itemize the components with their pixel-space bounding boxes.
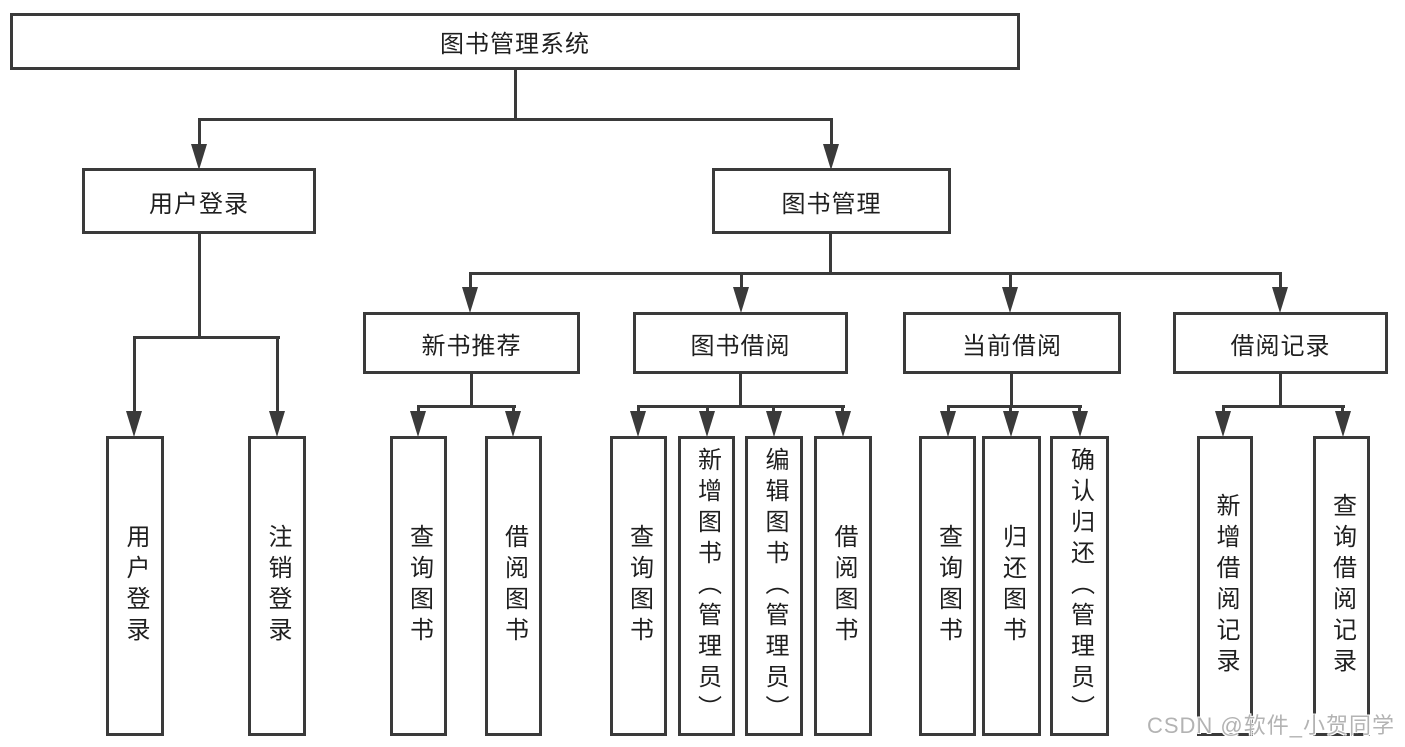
watermark: CSDN @软件_小贺同学 <box>1146 713 1395 738</box>
node-book-borrowing: 图书借阅 <box>633 312 848 374</box>
node-borrowing-records: 借阅记录 <box>1173 312 1388 374</box>
connector-line <box>1010 374 1013 407</box>
connector-line <box>417 405 516 408</box>
node-leaf-borrow-books: 借阅图书 <box>814 436 872 736</box>
node-label: 编辑图书（管理员） <box>761 446 788 726</box>
node-label: 借阅图书 <box>830 524 857 648</box>
connector-arrowhead <box>630 411 646 437</box>
connector-line <box>512 405 515 415</box>
connector-arrowhead <box>766 411 782 437</box>
connector-arrowhead <box>1272 287 1288 313</box>
node-label: 图书管理系统 <box>440 31 590 58</box>
connector-arrowhead <box>462 287 478 313</box>
connector-arrowhead <box>699 411 715 437</box>
connector-line <box>772 405 775 415</box>
node-user-login: 用户登录 <box>82 168 316 234</box>
connector-line <box>1222 405 1225 415</box>
node-label: 查询借阅记录 <box>1328 493 1356 679</box>
node-leaf-logout: 注销登录 <box>248 436 306 736</box>
connector-line <box>739 374 742 407</box>
connector-arrowhead <box>733 287 749 313</box>
node-new-book-recommendation: 新书推荐 <box>363 312 580 374</box>
node-leaf-add-books-admin: 新增图书（管理员） <box>678 436 735 736</box>
node-leaf-edit-books-admin: 编辑图书（管理员） <box>745 436 803 736</box>
connector-line <box>1009 272 1012 289</box>
connector-arrowhead <box>1002 287 1018 313</box>
node-leaf-user-login: 用户登录 <box>106 436 164 736</box>
node-book-management: 图书管理 <box>712 168 951 234</box>
connector-arrowhead <box>191 144 207 170</box>
connector-arrowhead <box>823 144 839 170</box>
connector-arrowhead <box>940 411 956 437</box>
connector-line <box>1279 374 1282 407</box>
node-label: 新增借阅记录 <box>1212 493 1239 679</box>
connector-line <box>276 336 279 413</box>
node-label: 借阅图书 <box>500 524 528 648</box>
connector-line <box>1341 405 1344 415</box>
connector-line <box>706 405 709 415</box>
connector-line <box>1009 405 1012 415</box>
connector-arrowhead <box>505 411 521 437</box>
node-label: 查询图书 <box>625 524 653 648</box>
node-leaf-confirm-return-admin: 确认归还（管理员） <box>1050 436 1109 736</box>
connector-line <box>637 405 845 408</box>
node-label: 图书管理 <box>781 190 882 218</box>
node-label: 借阅记录 <box>1230 332 1331 360</box>
connector-line <box>947 405 1082 408</box>
connector-line <box>830 118 833 146</box>
node-leaf-borrow-books-recommend: 借阅图书 <box>485 436 542 736</box>
connector-line <box>469 272 1282 275</box>
connector-line <box>829 233 832 274</box>
node-leaf-query-books-recommend: 查询图书 <box>390 436 447 736</box>
connector-arrowhead <box>269 411 285 437</box>
connector-line <box>947 405 950 415</box>
node-label: 当前借阅 <box>962 332 1062 360</box>
connector-arrowhead <box>410 411 426 437</box>
connector-line <box>1222 405 1345 408</box>
node-root-system: 图书管理系统 <box>10 13 1020 70</box>
connector-line <box>198 233 201 338</box>
connector-line <box>417 405 420 415</box>
node-label: 新书推荐 <box>421 332 522 360</box>
connector-arrowhead <box>1003 411 1019 437</box>
connector-arrowhead <box>1335 411 1351 437</box>
connector-line <box>637 405 640 415</box>
node-label: 确认归还（管理员） <box>1066 446 1094 726</box>
connector-arrowhead <box>835 411 851 437</box>
connector-line <box>133 336 136 413</box>
node-label: 查询图书 <box>934 524 962 648</box>
node-label: 用户登录 <box>149 190 249 218</box>
connector-arrowhead <box>126 411 142 437</box>
node-label: 注销登录 <box>264 524 291 648</box>
connector-line <box>469 272 472 289</box>
connector-line <box>514 68 517 120</box>
connector-line <box>1279 272 1282 289</box>
node-label: 查询图书 <box>405 524 433 648</box>
node-label: 归还图书 <box>998 524 1026 648</box>
connector-line <box>198 118 832 121</box>
connector-line <box>198 118 201 146</box>
node-leaf-query-books-borrowing: 查询图书 <box>610 436 667 736</box>
connector-line <box>841 405 844 415</box>
connector-arrowhead <box>1072 411 1088 437</box>
node-label: 用户登录 <box>122 524 149 648</box>
node-label: 图书借阅 <box>690 332 791 360</box>
connector-line <box>740 272 743 289</box>
node-leaf-add-borrow-record: 新增借阅记录 <box>1197 436 1253 736</box>
node-leaf-query-borrow-record: 查询借阅记录 <box>1313 436 1370 736</box>
connector-line <box>134 336 280 339</box>
node-leaf-return-books: 归还图书 <box>982 436 1041 736</box>
connector-arrowhead <box>1215 411 1231 437</box>
node-label: 新增图书（管理员） <box>693 446 721 726</box>
node-current-borrowing: 当前借阅 <box>903 312 1121 374</box>
connector-line <box>470 374 473 407</box>
connector-line <box>1078 405 1081 415</box>
node-leaf-query-books-current: 查询图书 <box>919 436 976 736</box>
